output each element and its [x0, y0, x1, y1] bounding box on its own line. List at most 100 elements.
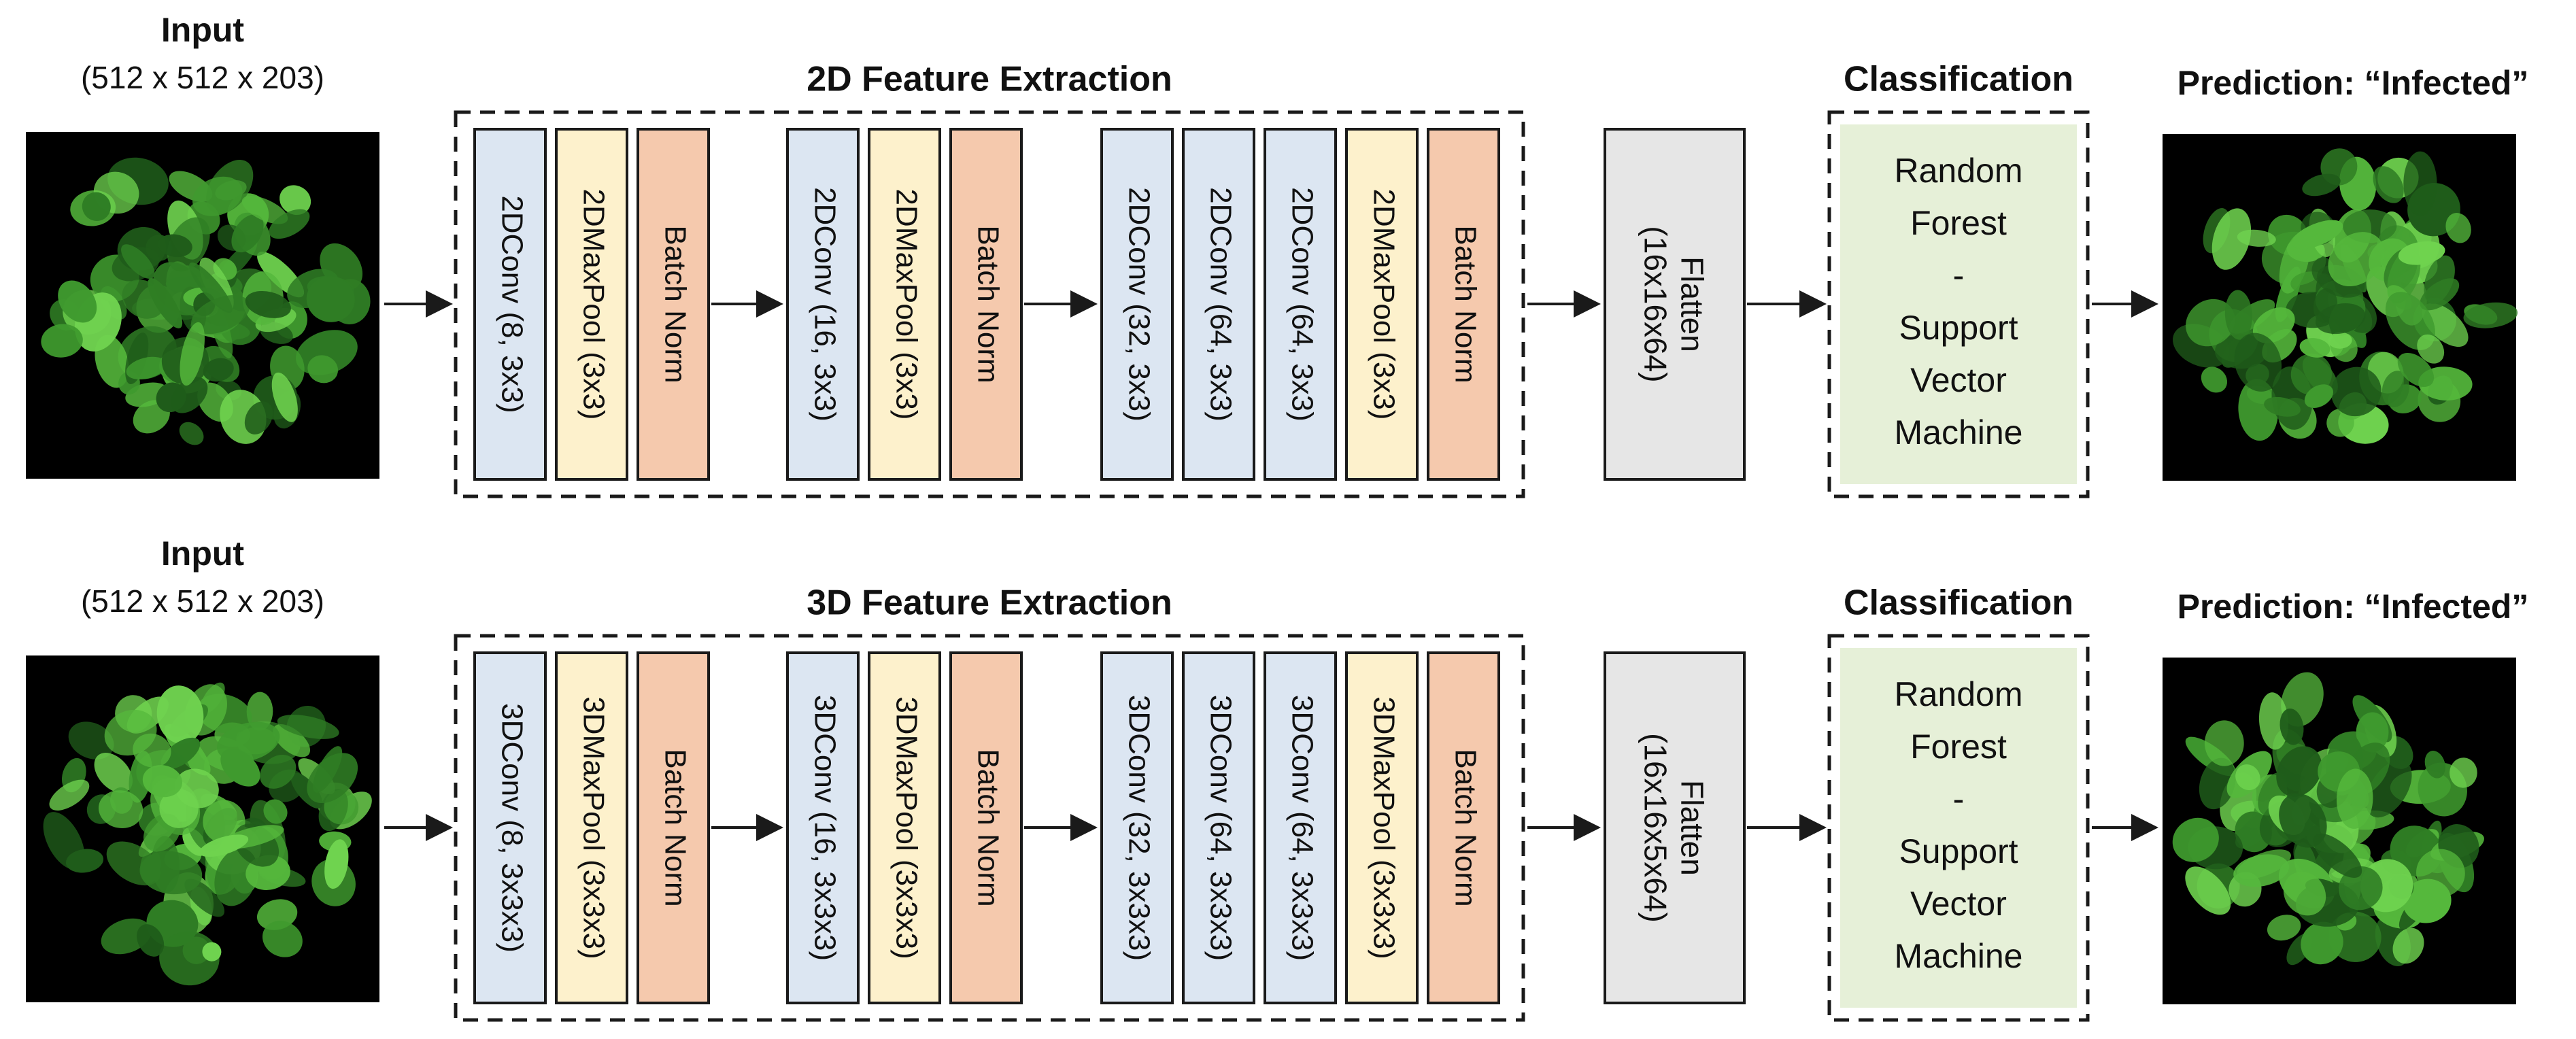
classifier-text-line: -	[1953, 256, 1965, 294]
leaf-shape	[231, 214, 264, 253]
leaf-shape	[2356, 712, 2389, 753]
layer-conv-3-2-label: 2DConv (64, 3x3)	[1204, 187, 1237, 422]
classifier-text-line: Vector	[1910, 885, 2007, 923]
layer-norm-3-5-label: Batch Norm	[1448, 749, 1482, 906]
leaf-shape	[2302, 173, 2341, 197]
leaf-shape	[2224, 290, 2252, 340]
classifier-text-line: Machine	[1895, 413, 2023, 452]
pipeline-row-1: Input (512 x 512 x 203) 2D Feature Extract…	[26, 11, 2529, 498]
layer-norm-3-5-box	[1427, 651, 1500, 1004]
layer-pool-3-4-box	[1345, 651, 1419, 1004]
leaf-shape	[2382, 371, 2410, 407]
leaf-shape	[2264, 396, 2301, 417]
classifier-text-line: Random	[1895, 152, 2023, 190]
input-title: Input	[161, 11, 245, 49]
leaf-shape	[220, 748, 260, 787]
layer-conv-3-3-label: 2DConv (64, 3x3)	[1285, 187, 1319, 422]
leaf-shape	[2267, 915, 2301, 941]
leaf-shape	[68, 721, 114, 760]
leaf-shape	[94, 753, 133, 793]
leaf-shape	[159, 931, 220, 986]
leaf-shape	[142, 765, 183, 798]
layer-conv-3-1-label: 2DConv (32, 3x3)	[1122, 187, 1155, 422]
leaf-shape	[273, 724, 311, 757]
leaf-shape	[41, 324, 83, 358]
leaf-shape	[133, 733, 171, 768]
feature-extraction-frame	[454, 634, 1525, 1022]
leaf-shape	[244, 401, 273, 435]
leaf-shape	[2424, 751, 2445, 779]
flatten-label: Flatten	[1674, 780, 1710, 876]
leaf-shape	[306, 276, 355, 322]
leaf-shape	[2424, 255, 2455, 305]
layer-conv-1-1: 3DConv (8, 3x3x3)	[473, 651, 547, 1004]
layer-pool-2-2: 2DMaxPool (3x3)	[868, 128, 941, 481]
leaf-shape	[2235, 764, 2260, 791]
layer-conv-3-1-label: 3DConv (32, 3x3x3)	[1122, 695, 1155, 961]
layer-pool-3-4-label: 2DMaxPool (3x3)	[1367, 189, 1400, 420]
leaf-shape	[158, 234, 192, 258]
leaf-shape	[2237, 229, 2276, 247]
layer-conv-2-1: 3DConv (16, 3x3x3)	[786, 651, 860, 1004]
classifier-text-line: Support	[1899, 832, 2018, 870]
input-plant-image	[26, 132, 379, 479]
layer-pool-2-2-label: 2DMaxPool (3x3)	[889, 189, 923, 420]
input-plant-image	[26, 655, 379, 1002]
leaf-shape	[179, 422, 204, 445]
input-dimensions: (512 x 512 x 203)	[81, 60, 324, 95]
layer-conv-3-1-box	[1100, 128, 1174, 481]
layer-pool-1-2-box	[555, 651, 628, 1004]
leaf-shape	[313, 746, 343, 793]
classifier-text-line: Machine	[1895, 937, 2023, 975]
layer-pool-2-2-label: 3DMaxPool (3x3x3)	[889, 696, 923, 959]
leaf-shape	[2397, 352, 2435, 388]
layer-norm-1-3: Batch Norm	[637, 128, 710, 481]
feature-extraction-title: 2D Feature Extraction	[807, 60, 1172, 99]
classifier-text-line: -	[1953, 780, 1965, 818]
leaf-shape	[175, 768, 219, 808]
layer-pool-3-4-box	[1345, 128, 1419, 481]
layer-conv-3-2-box	[1182, 651, 1255, 1004]
layer-conv-2-1-box	[786, 651, 860, 1004]
leaf-shape	[2422, 303, 2469, 347]
leaf-shape	[156, 685, 204, 745]
classifier-text-line: Forest	[1910, 204, 2007, 242]
leaf-shape	[2339, 866, 2383, 910]
leaf-shape	[2283, 871, 2326, 916]
prediction-title: Prediction: “Infected”	[2177, 64, 2529, 102]
leaf-shape	[2445, 213, 2471, 243]
leaf-shape	[2258, 692, 2289, 750]
leaf-shape	[202, 942, 222, 961]
layer-conv-3-3-box	[1264, 128, 1337, 481]
layer-conv-2-1-box	[786, 128, 860, 481]
leaf-shape	[269, 209, 310, 239]
leaf-shape	[260, 754, 296, 789]
feature-extraction-title: 3D Feature Extraction	[807, 583, 1172, 623]
layer-norm-1-3: Batch Norm	[637, 651, 710, 1004]
leaf-shape	[2301, 921, 2343, 965]
leaf-shape	[192, 176, 243, 216]
flatten-box	[1604, 128, 1746, 481]
classifier-box	[1840, 124, 2077, 484]
layer-norm-1-3-box	[637, 651, 710, 1004]
leaf-shape	[203, 358, 234, 382]
leaf-shape	[2291, 220, 2343, 250]
layer-conv-3-1-box	[1100, 651, 1174, 1004]
flatten-dimensions: (16x16x5x64)	[1638, 733, 1673, 923]
layer-conv-3-2: 3DConv (64, 3x3x3)	[1182, 651, 1255, 1004]
leaf-shape	[199, 834, 249, 857]
layer-norm-1-3-label: Batch Norm	[658, 225, 692, 383]
layer-conv-3-2: 2DConv (64, 3x3)	[1182, 128, 1255, 481]
leaf-shape	[2233, 854, 2290, 887]
leaf-shape	[2199, 757, 2236, 810]
leaf-shape	[2315, 303, 2366, 335]
layer-conv-2-1-label: 2DConv (16, 3x3)	[808, 187, 841, 422]
leaf-shape	[58, 280, 97, 323]
layer-pool-1-2-label: 3DMaxPool (3x3x3)	[577, 696, 610, 959]
layer-norm-3-5: Batch Norm	[1427, 651, 1500, 1004]
leaf-shape	[2392, 927, 2424, 964]
feature-extraction-frame	[454, 110, 1525, 498]
layer-conv-3-3-box	[1264, 651, 1337, 1004]
layer-conv-3-2-box	[1182, 128, 1255, 481]
